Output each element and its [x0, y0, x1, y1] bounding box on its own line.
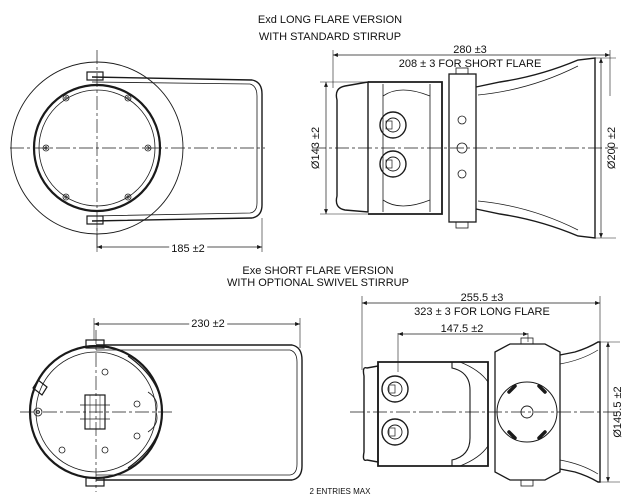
- dim-stirrup-top: 185 ±2: [169, 243, 207, 255]
- dim-flare-diameter-top: Ø200 ±2: [606, 126, 618, 170]
- bottom-title-line2: WITH OPTIONAL SWIVEL STIRRUP: [227, 277, 409, 289]
- dim-long-flare: 323 ± 3 FOR LONG FLARE: [414, 306, 550, 318]
- top-title-line2: WITH STANDARD STIRRUP: [258, 31, 402, 43]
- dim-length-bottom: 255.5 ±3: [460, 292, 504, 304]
- top-front-view: [10, 50, 265, 252]
- dim-stirrup-bottom: 230 ±2: [189, 318, 227, 330]
- bottom-front-view: [20, 318, 303, 492]
- entries-note: 2 ENTRIES MAX: [309, 487, 371, 496]
- bottom-title-line1: Exe SHORT FLARE VERSION: [242, 265, 394, 277]
- bottom-side-view: [350, 296, 620, 487]
- dim-body-diameter: Ø143 ±2: [310, 126, 322, 170]
- top-side-view: [312, 50, 618, 239]
- dim-short-flare: 208 ± 3 FOR SHORT FLARE: [398, 58, 542, 70]
- dim-length-top: 280 ±3: [453, 44, 487, 56]
- dim-inner: 147.5 ±2: [440, 323, 484, 335]
- top-title-line1: Exd LONG FLARE VERSION: [257, 14, 403, 26]
- dim-flare-diameter-bottom: Ø145.5 ±2: [612, 386, 624, 438]
